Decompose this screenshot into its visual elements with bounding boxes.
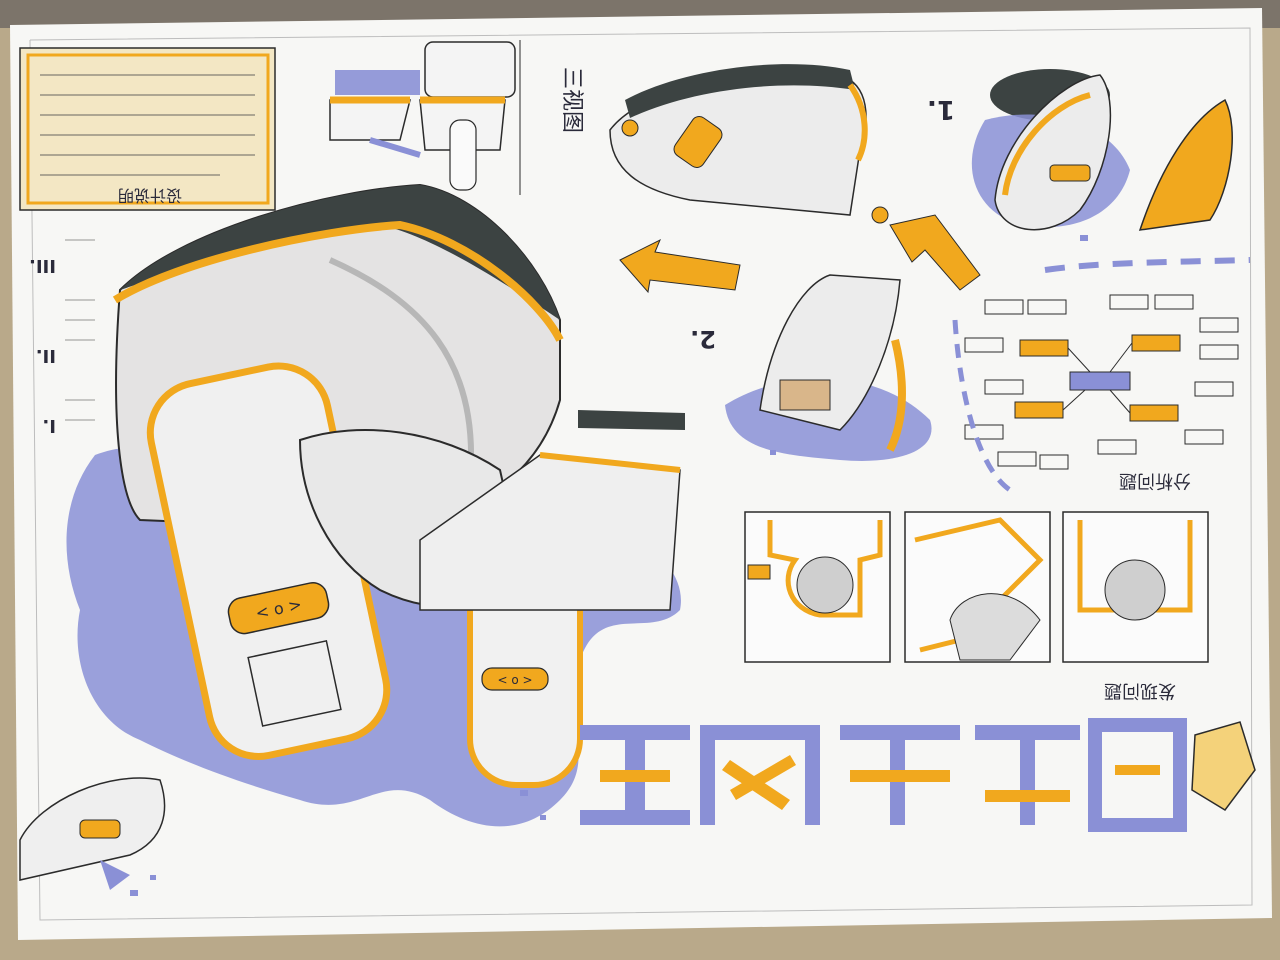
button-panel-icon [227, 582, 330, 635]
small-product-sketch [19, 777, 166, 890]
dark-cap-main [120, 185, 560, 320]
poster-title-graphic [580, 718, 1256, 832]
arrow-icon: 2. [619, 214, 981, 353]
detail-2-marker: II. [36, 345, 56, 366]
svg-text:< o >: < o > [497, 673, 532, 687]
design-notes-block: 设计说明 [19, 47, 276, 211]
mind-map-icon: 分析问题 [952, 294, 1239, 493]
view-2-product-sketch [725, 274, 932, 461]
design-notes-title: 设计说明 [118, 186, 182, 205]
detail-3-marker: III. [29, 255, 56, 276]
three-view-title: 三视图 [559, 67, 584, 133]
detail-1-marker: I. [42, 415, 56, 436]
view-1-right-sketch: 1. [927, 69, 1233, 231]
existing-problem-title: 发现问题 [1104, 680, 1176, 701]
view-1-product-sketch [609, 64, 889, 224]
problem-analysis-title: 分析问题 [1119, 470, 1191, 491]
three-view-drawings: 三视图 [329, 40, 584, 195]
second-handle-sketch: < o > [298, 410, 685, 788]
storyboard-panels: 发现问题 [744, 511, 1209, 701]
left-margin-notes: III. II. I. [29, 239, 95, 436]
view-2-marker: 2. [690, 325, 716, 353]
dashed-guide-line [1044, 257, 1251, 273]
blue-speckles [130, 235, 1088, 896]
paper-border [29, 27, 1253, 921]
view-1-marker: 1. [927, 94, 955, 124]
